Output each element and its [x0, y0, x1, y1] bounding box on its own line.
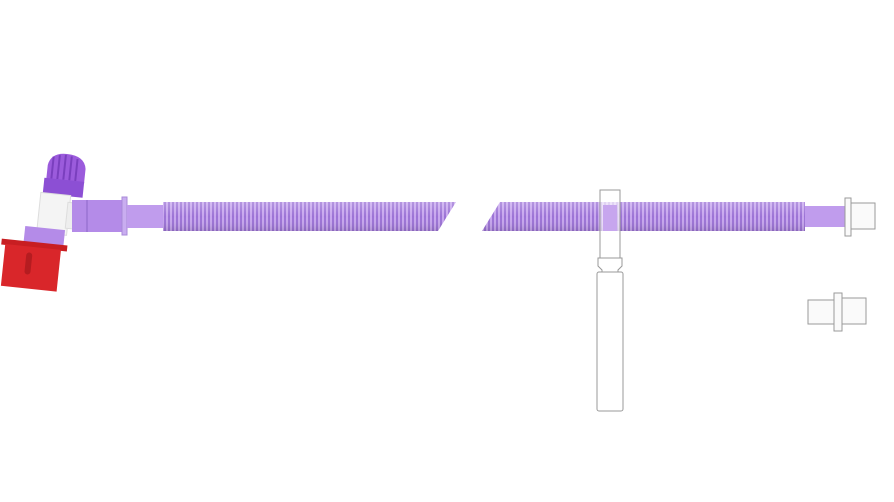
- purple-collar: [23, 225, 66, 247]
- loose-connector: [807, 292, 867, 332]
- tube-cuff-left: [127, 205, 163, 228]
- tube-connector-left: [72, 200, 124, 232]
- red-cap: [0, 243, 61, 292]
- purple-cap: [42, 153, 86, 198]
- tube-cuff-right: [805, 206, 845, 227]
- elbow-assembly: [0, 153, 86, 292]
- clear-connector-right: [844, 197, 876, 237]
- red-cap-flange: [1, 238, 68, 252]
- corrugated-tube-segment-2: [482, 202, 805, 231]
- corrugated-tube-segment-1: [163, 202, 456, 231]
- water-trap: [596, 189, 624, 412]
